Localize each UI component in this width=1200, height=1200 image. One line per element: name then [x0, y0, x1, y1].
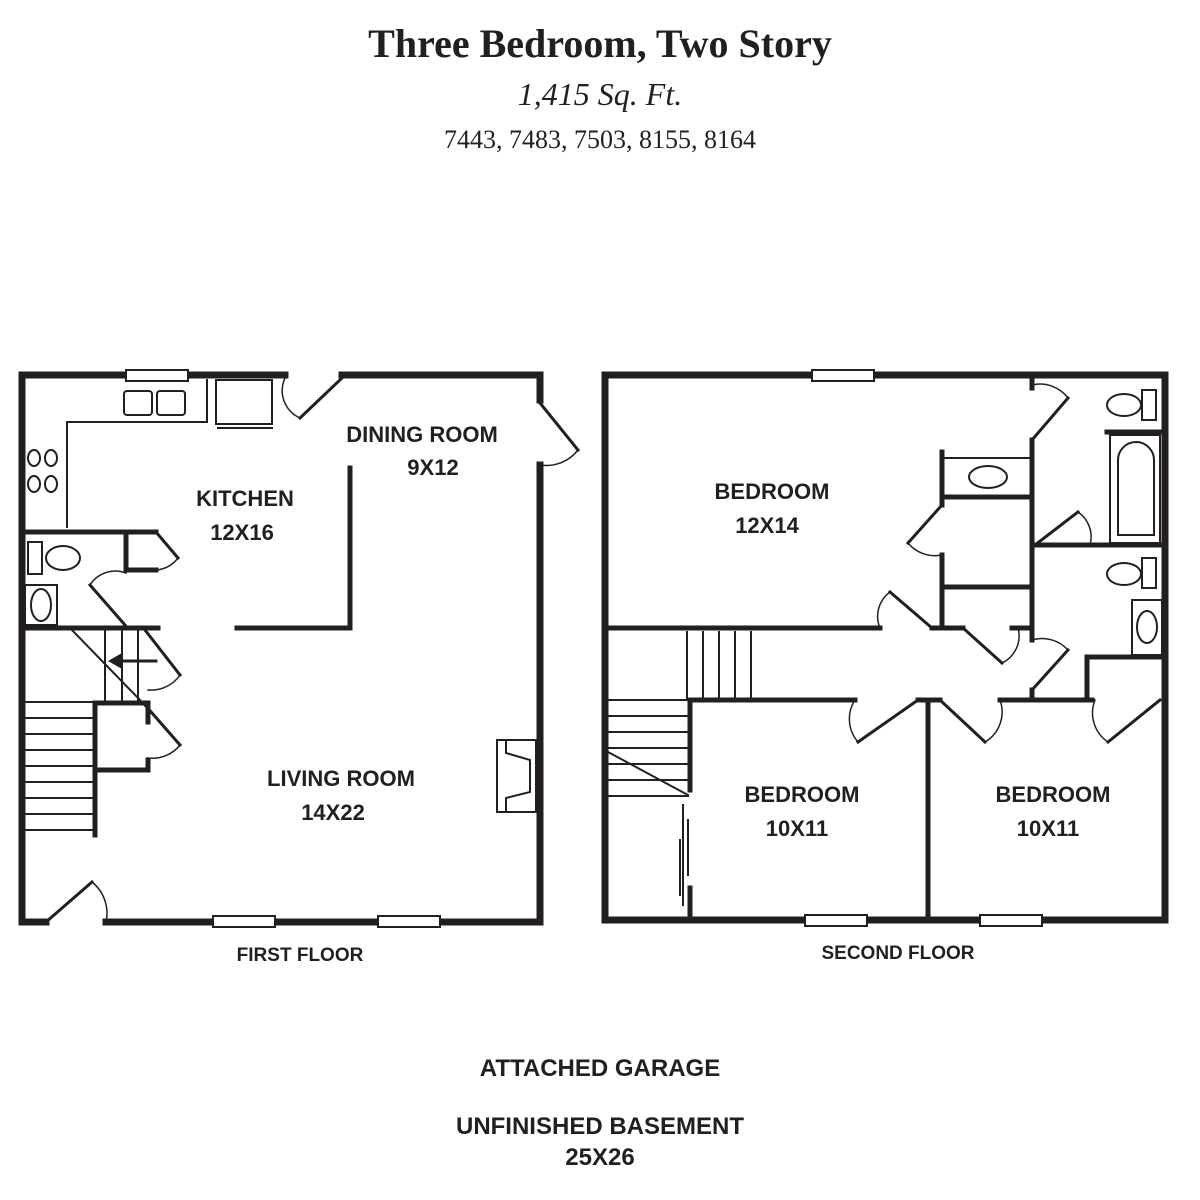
room-size-dining-room: 9X12 [407, 455, 458, 480]
first-floor-label: FIRST FLOOR [237, 945, 364, 966]
toilet-icon [1106, 562, 1142, 586]
basement-size: 25X26 [565, 1144, 635, 1171]
second-floor-interior-walls [602, 375, 1168, 923]
second-floor-plan [601, 369, 1169, 927]
second-floor-windows [804, 369, 1043, 927]
basement-note: UNFINISHED BASEMENT [455, 1113, 744, 1140]
sink-icon [1136, 610, 1158, 644]
toilet-icon [1106, 393, 1142, 417]
bathtub-icon [1109, 434, 1161, 544]
first-floor-stairs [24, 626, 158, 831]
stove-burner-icon [27, 449, 41, 467]
room-size-living-room: 14X22 [301, 800, 365, 825]
square-footage: 1,415 Sq. Ft. [517, 76, 683, 112]
unit-numbers: 7443, 7483, 7503, 8155, 8164 [444, 125, 756, 154]
room-size-kitchen: 12X16 [210, 520, 274, 545]
room-name-bedroom-3: BEDROOM [996, 782, 1111, 807]
room-name-bedroom-master: BEDROOM [715, 479, 830, 504]
half-bath-fixtures [24, 541, 81, 626]
room-size-bedroom-master: 12X14 [735, 513, 799, 538]
room-name-bedroom-2: BEDROOM [745, 782, 860, 807]
second-floor-label: SECOND FLOOR [821, 943, 974, 964]
kitchen-counters [27, 379, 273, 528]
sink-icon [123, 390, 153, 416]
second-floor-exterior-walls [601, 371, 1169, 924]
stair-arrow-icon [108, 653, 122, 669]
bathroom-fixtures [941, 389, 1163, 656]
first-floor-plan [18, 369, 581, 928]
first-floor-doors [43, 375, 581, 925]
sink-icon [30, 588, 52, 622]
second-floor-doors [848, 383, 1163, 745]
room-size-bedroom-2: 10X11 [766, 816, 828, 841]
room-name-kitchen: KITCHEN [196, 486, 294, 511]
first-floor-exterior-walls [18, 371, 544, 926]
room-name-living-room: LIVING ROOM [267, 766, 415, 791]
room-name-dining-room: DINING ROOM [346, 422, 498, 447]
plan-title: Three Bedroom, Two Story [368, 21, 832, 66]
first-floor-windows [125, 369, 441, 928]
room-size-bedroom-3: 10X11 [1017, 816, 1079, 841]
sink-icon [968, 465, 1008, 489]
fireplace-icon [496, 739, 537, 813]
toilet-icon [45, 545, 81, 571]
garage-note: ATTACHED GARAGE [479, 1055, 721, 1082]
second-floor-stairs [606, 631, 752, 906]
